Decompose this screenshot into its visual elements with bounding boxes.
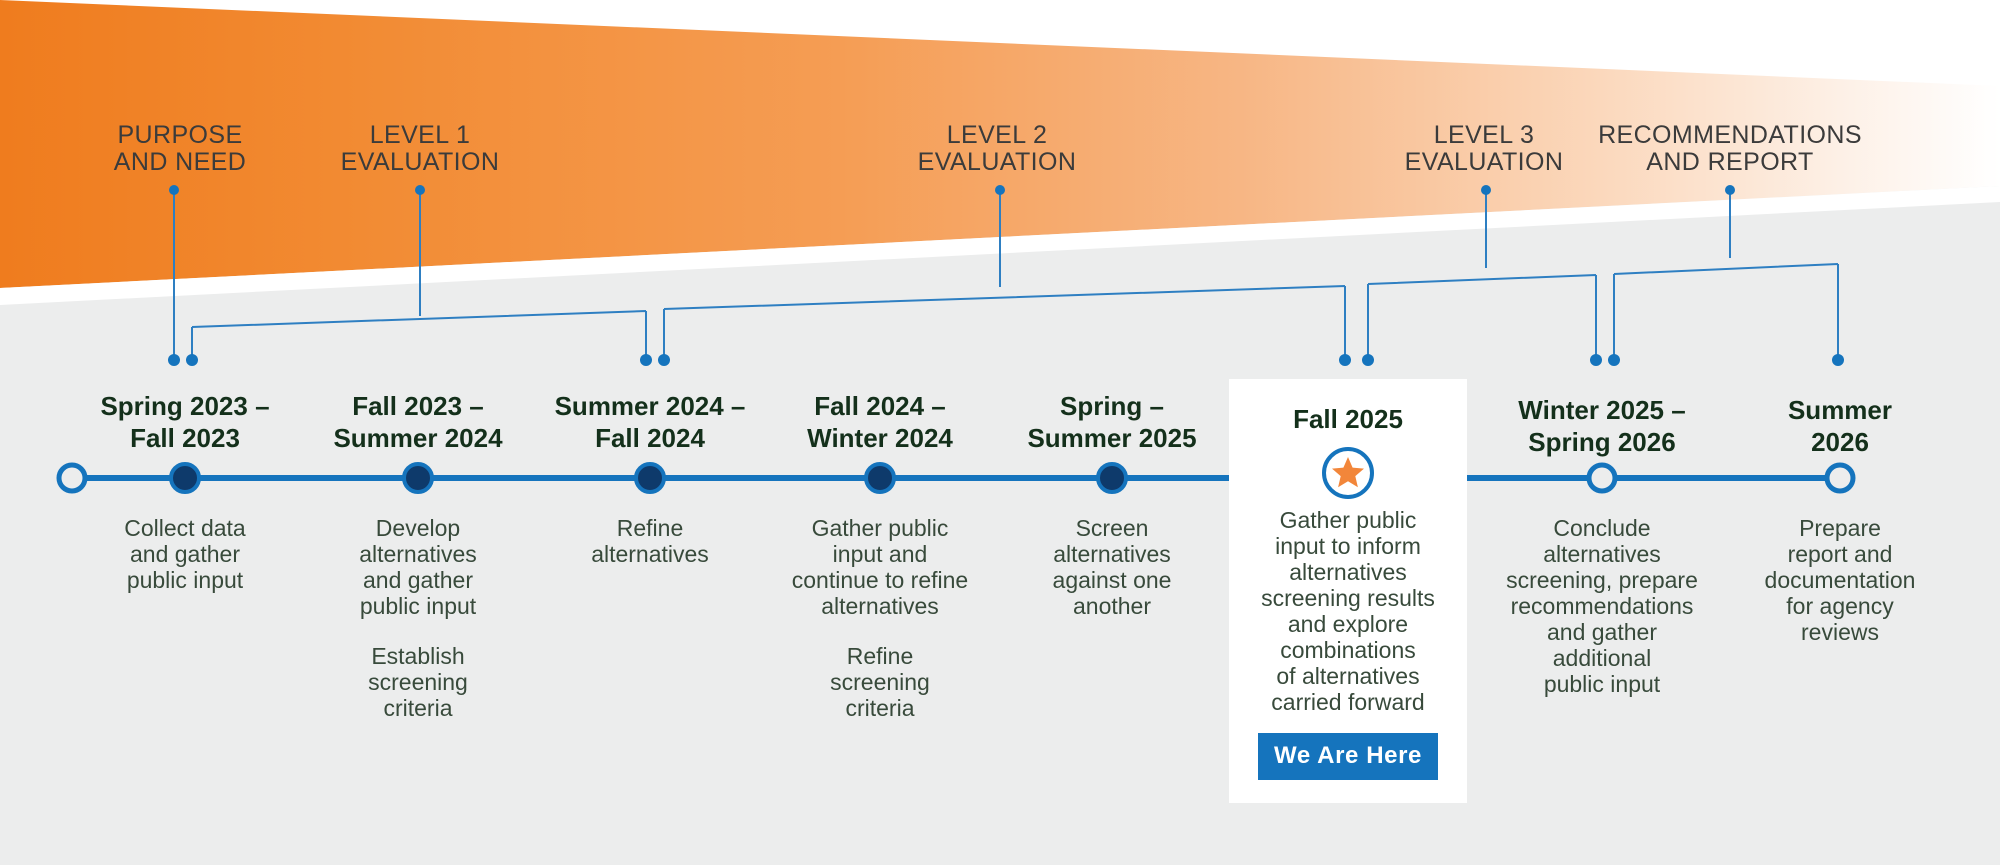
- milestone-body-fall-2024-winter-2024: Gather public input and continue to refi…: [763, 515, 998, 721]
- phase-label-level-2-evaluation: Level 2 Evaluation: [917, 121, 1077, 176]
- current-phase-card[interactable]: Fall 2025 Gather public input to inform …: [1229, 379, 1467, 803]
- milestone-summer-2024-fall-2024: Summer 2024 – Fall 2024: [520, 390, 780, 454]
- milestone-title: Summer 2024 – Fall 2024: [554, 391, 746, 453]
- milestone-body-text-secondary: Refine screening criteria: [830, 643, 930, 721]
- bracket-level-3: [1367, 274, 1597, 358]
- phase-label-level-1-evaluation: Level 1 Evaluation: [340, 121, 500, 176]
- leader-bottom-dots: [168, 354, 1844, 366]
- milestone-dot-summer-2024-fall-2024: [634, 462, 666, 494]
- milestone-dot-spring-2023-fall-2023: [169, 462, 201, 494]
- milestone-body-text: Prepare report and documentation for age…: [1764, 515, 1916, 645]
- leader-top-dots: [169, 185, 1735, 195]
- milestone-body-spring-summer-2025: Screen alternatives against one another: [1005, 515, 1220, 619]
- current-phase-body: Gather public input to inform alternativ…: [1261, 507, 1435, 715]
- milestone-spring-2023-fall-2023: Spring 2023 – Fall 2023: [70, 390, 300, 454]
- phase-label-level-3-evaluation: Level 3 Evaluation: [1404, 121, 1564, 176]
- milestone-dot-fall-2024-winter-2024: [864, 462, 896, 494]
- we-are-here-badge: We Are Here: [1258, 733, 1438, 780]
- milestone-dots[interactable]: [169, 462, 1856, 494]
- milestone-dot-fall-2023-summer-2024: [402, 462, 434, 494]
- milestone-winter-2025-spring-2026: Winter 2025 – Spring 2026: [1477, 394, 1727, 458]
- milestone-title: Fall 2024 – Winter 2024: [807, 391, 953, 453]
- milestone-body-text: Screen alternatives against one another: [1052, 515, 1172, 619]
- milestone-body-text: Conclude alternatives screening, prepare…: [1506, 515, 1698, 697]
- phase-label-recommendations-and-report: Recommendations and Report: [1598, 121, 1862, 176]
- phase-label-purpose-and-need: Purpose and Need: [113, 121, 247, 176]
- milestone-dot-summer-2026: [1824, 462, 1856, 494]
- milestone-body-text: Gather public input and continue to refi…: [791, 515, 969, 619]
- milestone-title: Fall 2023 – Summer 2024: [333, 391, 503, 453]
- bracket-level-1: [191, 310, 647, 358]
- milestone-dot-winter-2025-spring-2026: [1586, 462, 1618, 494]
- milestone-body-text: Collect data and gather public input: [124, 515, 246, 593]
- star-icon: [1322, 447, 1374, 499]
- milestone-body-spring-2023-fall-2023: Collect data and gather public input: [80, 515, 290, 593]
- bracket-recommendations: [1613, 263, 1839, 358]
- milestone-title: Winter 2025 – Spring 2026: [1518, 395, 1686, 457]
- milestone-title: Spring – Summer 2025: [1027, 391, 1197, 453]
- milestone-body-summer-2026: Prepare report and documentation for age…: [1725, 515, 1955, 645]
- milestone-body-fall-2023-summer-2024: Develop alternatives and gather public i…: [311, 515, 526, 721]
- milestone-fall-2023-summer-2024: Fall 2023 – Summer 2024: [293, 390, 543, 454]
- milestone-fall-2024-winter-2024: Fall 2024 – Winter 2024: [755, 390, 1005, 454]
- milestone-body-winter-2025-spring-2026: Conclude alternatives screening, prepare…: [1485, 515, 1720, 697]
- current-phase-title: Fall 2025: [1293, 404, 1403, 434]
- milestone-body-text: Refine alternatives: [591, 515, 709, 567]
- milestone-title: Spring 2023 – Fall 2023: [100, 391, 270, 453]
- star-marker[interactable]: [1243, 445, 1453, 501]
- milestone-title: Summer 2026: [1787, 395, 1893, 457]
- timeline-start-dot[interactable]: [56, 462, 88, 494]
- milestone-body-text: Develop alternatives and gather public i…: [359, 515, 477, 619]
- milestone-body-summer-2024-fall-2024: Refine alternatives: [543, 515, 758, 567]
- banner-shape: [0, 0, 2000, 288]
- milestone-dot-spring-summer-2025: [1096, 462, 1128, 494]
- milestone-spring-summer-2025: Spring – Summer 2025: [987, 390, 1237, 454]
- milestone-body-text-secondary: Establish screening criteria: [368, 643, 468, 721]
- bracket-level-2: [663, 285, 1346, 358]
- milestone-summer-2026: Summer 2026: [1730, 394, 1950, 458]
